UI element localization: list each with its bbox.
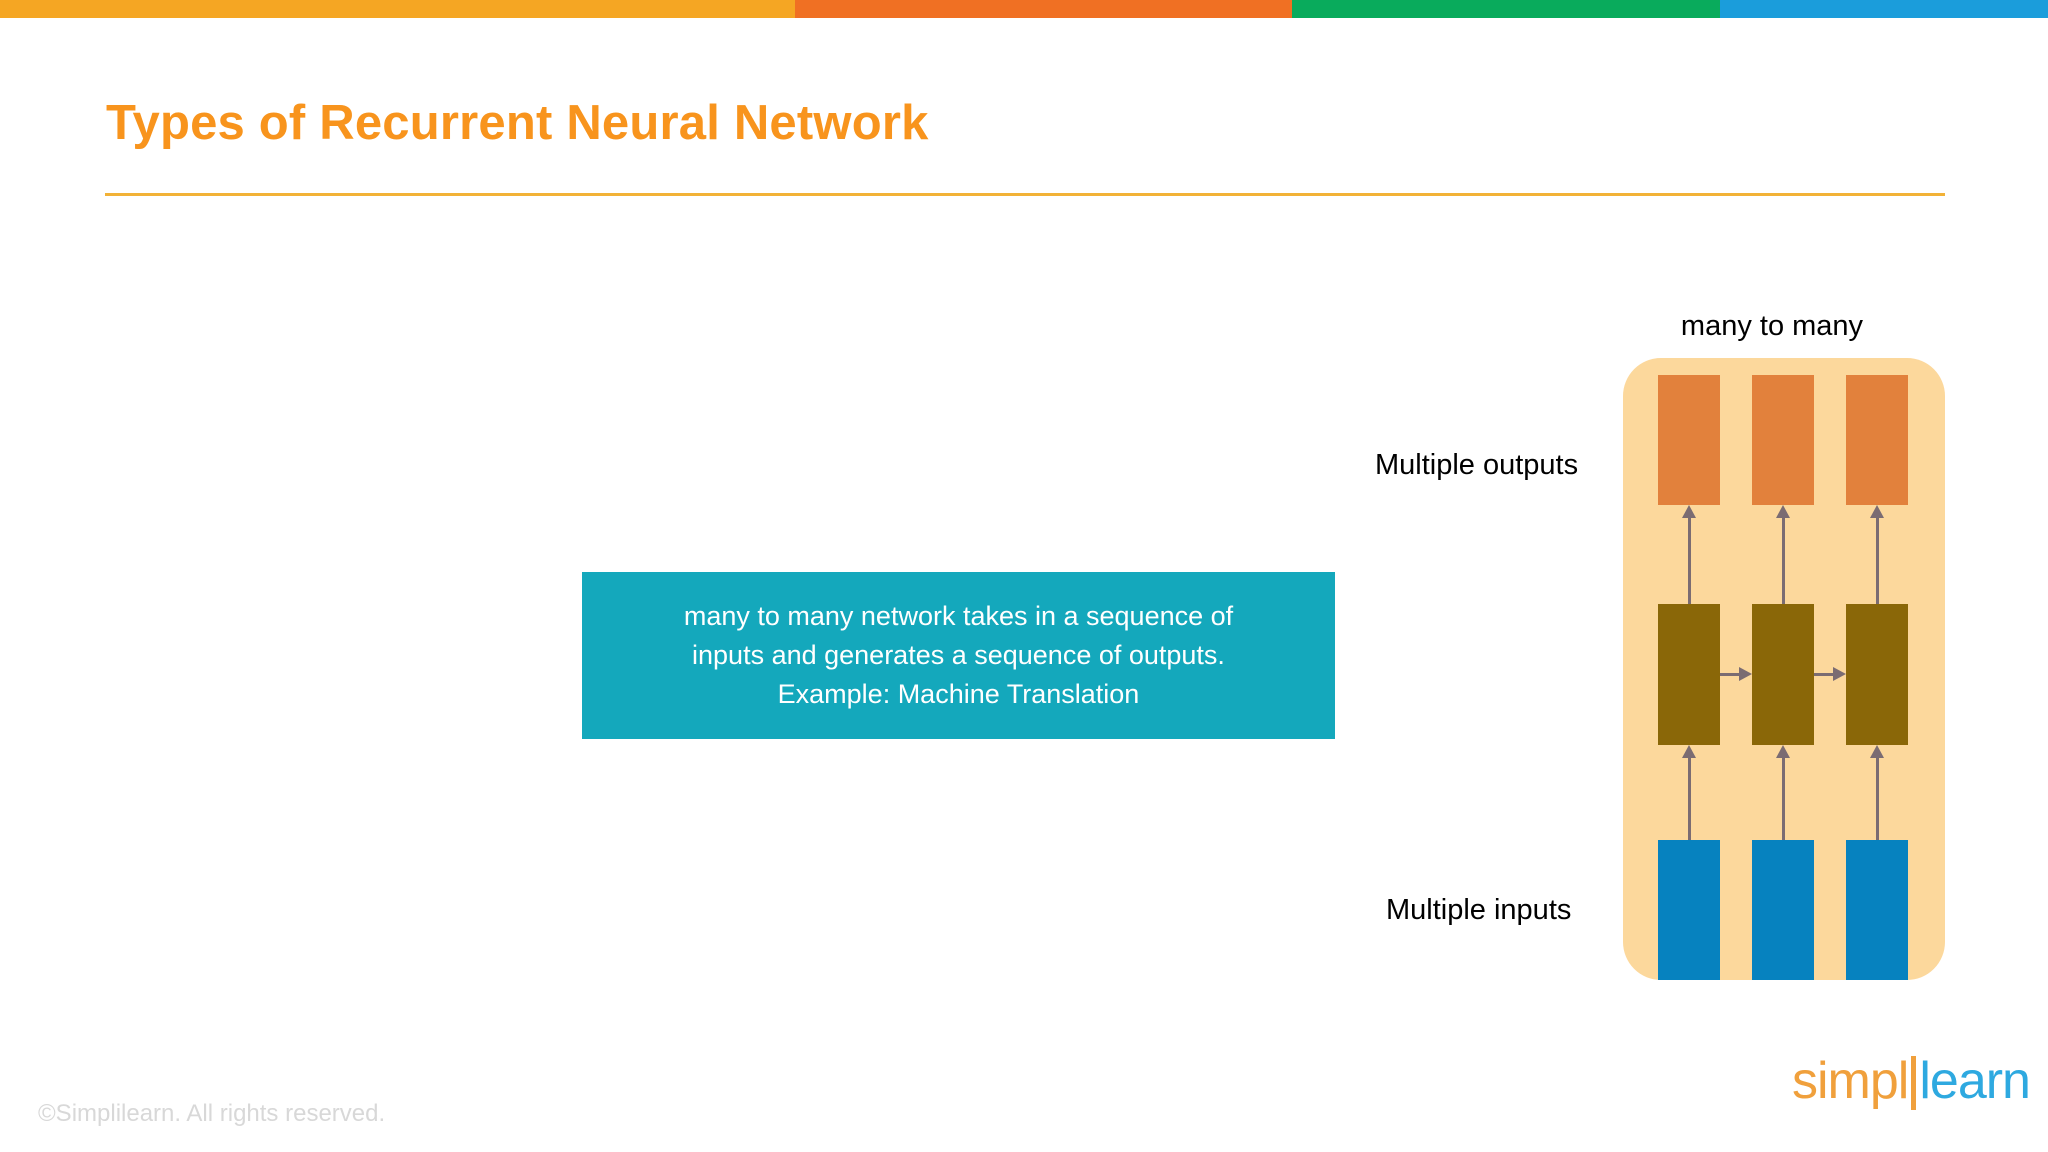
hidden-cell-3 [1846, 604, 1908, 745]
multiple-outputs-label: Multiple outputs [1375, 449, 1579, 481]
top-color-bar [0, 0, 2048, 18]
arrow-hidden-to-output-2 [1776, 505, 1790, 604]
title-underline-rule [105, 193, 1945, 196]
output-cell-1 [1658, 375, 1720, 505]
logo-i-bar-icon [1911, 1056, 1917, 1110]
logo-text-learn: learn [1919, 1052, 2031, 1110]
input-cell-2 [1752, 840, 1814, 980]
rnn-diagram: many to many [1560, 300, 1980, 1000]
arrow-input-to-hidden-2 [1776, 745, 1790, 840]
diagram-title: many to many [1680, 310, 1864, 342]
multiple-inputs-label: Multiple inputs [1386, 894, 1572, 926]
topbar-segment-blue [1720, 0, 2048, 18]
output-cell-2 [1752, 375, 1814, 505]
topbar-segment-amber [0, 0, 795, 18]
copyright-text: ©Simplilearn. All rights reserved. [38, 1100, 386, 1127]
hidden-cell-2 [1752, 604, 1814, 745]
logo-text-simpl: simpl [1792, 1052, 1909, 1110]
arrow-hidden-to-output-3 [1870, 505, 1884, 604]
description-text: many to many network takes in a sequence… [683, 601, 1234, 709]
arrow-recurrent-1-to-2 [1720, 667, 1752, 681]
hidden-cell-1 [1658, 604, 1720, 745]
description-callout: many to many network takes in a sequence… [582, 572, 1335, 739]
input-cell-1 [1658, 840, 1720, 980]
input-cell-3 [1846, 840, 1908, 980]
arrow-input-to-hidden-3 [1870, 745, 1884, 840]
topbar-segment-green [1292, 0, 1720, 18]
arrow-input-to-hidden-1 [1682, 745, 1696, 840]
arrow-hidden-to-output-1 [1682, 505, 1696, 604]
page-title: Types of Recurrent Neural Network [106, 96, 929, 150]
output-cell-3 [1846, 375, 1908, 505]
topbar-segment-orange [795, 0, 1292, 18]
arrow-recurrent-2-to-3 [1814, 667, 1846, 681]
